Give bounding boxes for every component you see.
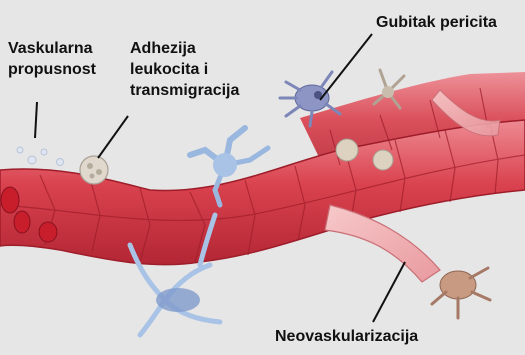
label-pericyte-loss: Gubitak pericita xyxy=(376,12,497,33)
neovascular-sprout xyxy=(325,205,440,282)
leader-line-permeability xyxy=(35,102,37,138)
label-vascular-permeability-line1: Vaskularna xyxy=(8,38,96,59)
leader-line-pericyte xyxy=(320,34,372,100)
label-vascular-permeability: Vaskularna propusnost xyxy=(8,38,96,80)
label-leukocyte-adhesion-line3: transmigracija xyxy=(130,80,239,101)
tip-cell xyxy=(432,268,490,318)
label-leukocyte-adhesion-line2: leukocita i xyxy=(130,59,239,80)
leader-line-leukocyte xyxy=(98,116,128,158)
main-blood-vessel xyxy=(0,120,525,265)
leader-line-neovascularization xyxy=(373,262,405,322)
label-vascular-permeability-line2: propusnost xyxy=(8,59,96,80)
leukocyte-cell xyxy=(80,156,108,184)
label-leukocyte-adhesion: Adhezija leukocita i transmigracija xyxy=(130,38,239,101)
label-leukocyte-adhesion-line1: Adhezija xyxy=(130,38,239,59)
label-neovascularization: Neovaskularizacija xyxy=(275,326,418,347)
plasma-leak-droplets xyxy=(17,147,64,166)
glial-foot xyxy=(156,288,200,312)
